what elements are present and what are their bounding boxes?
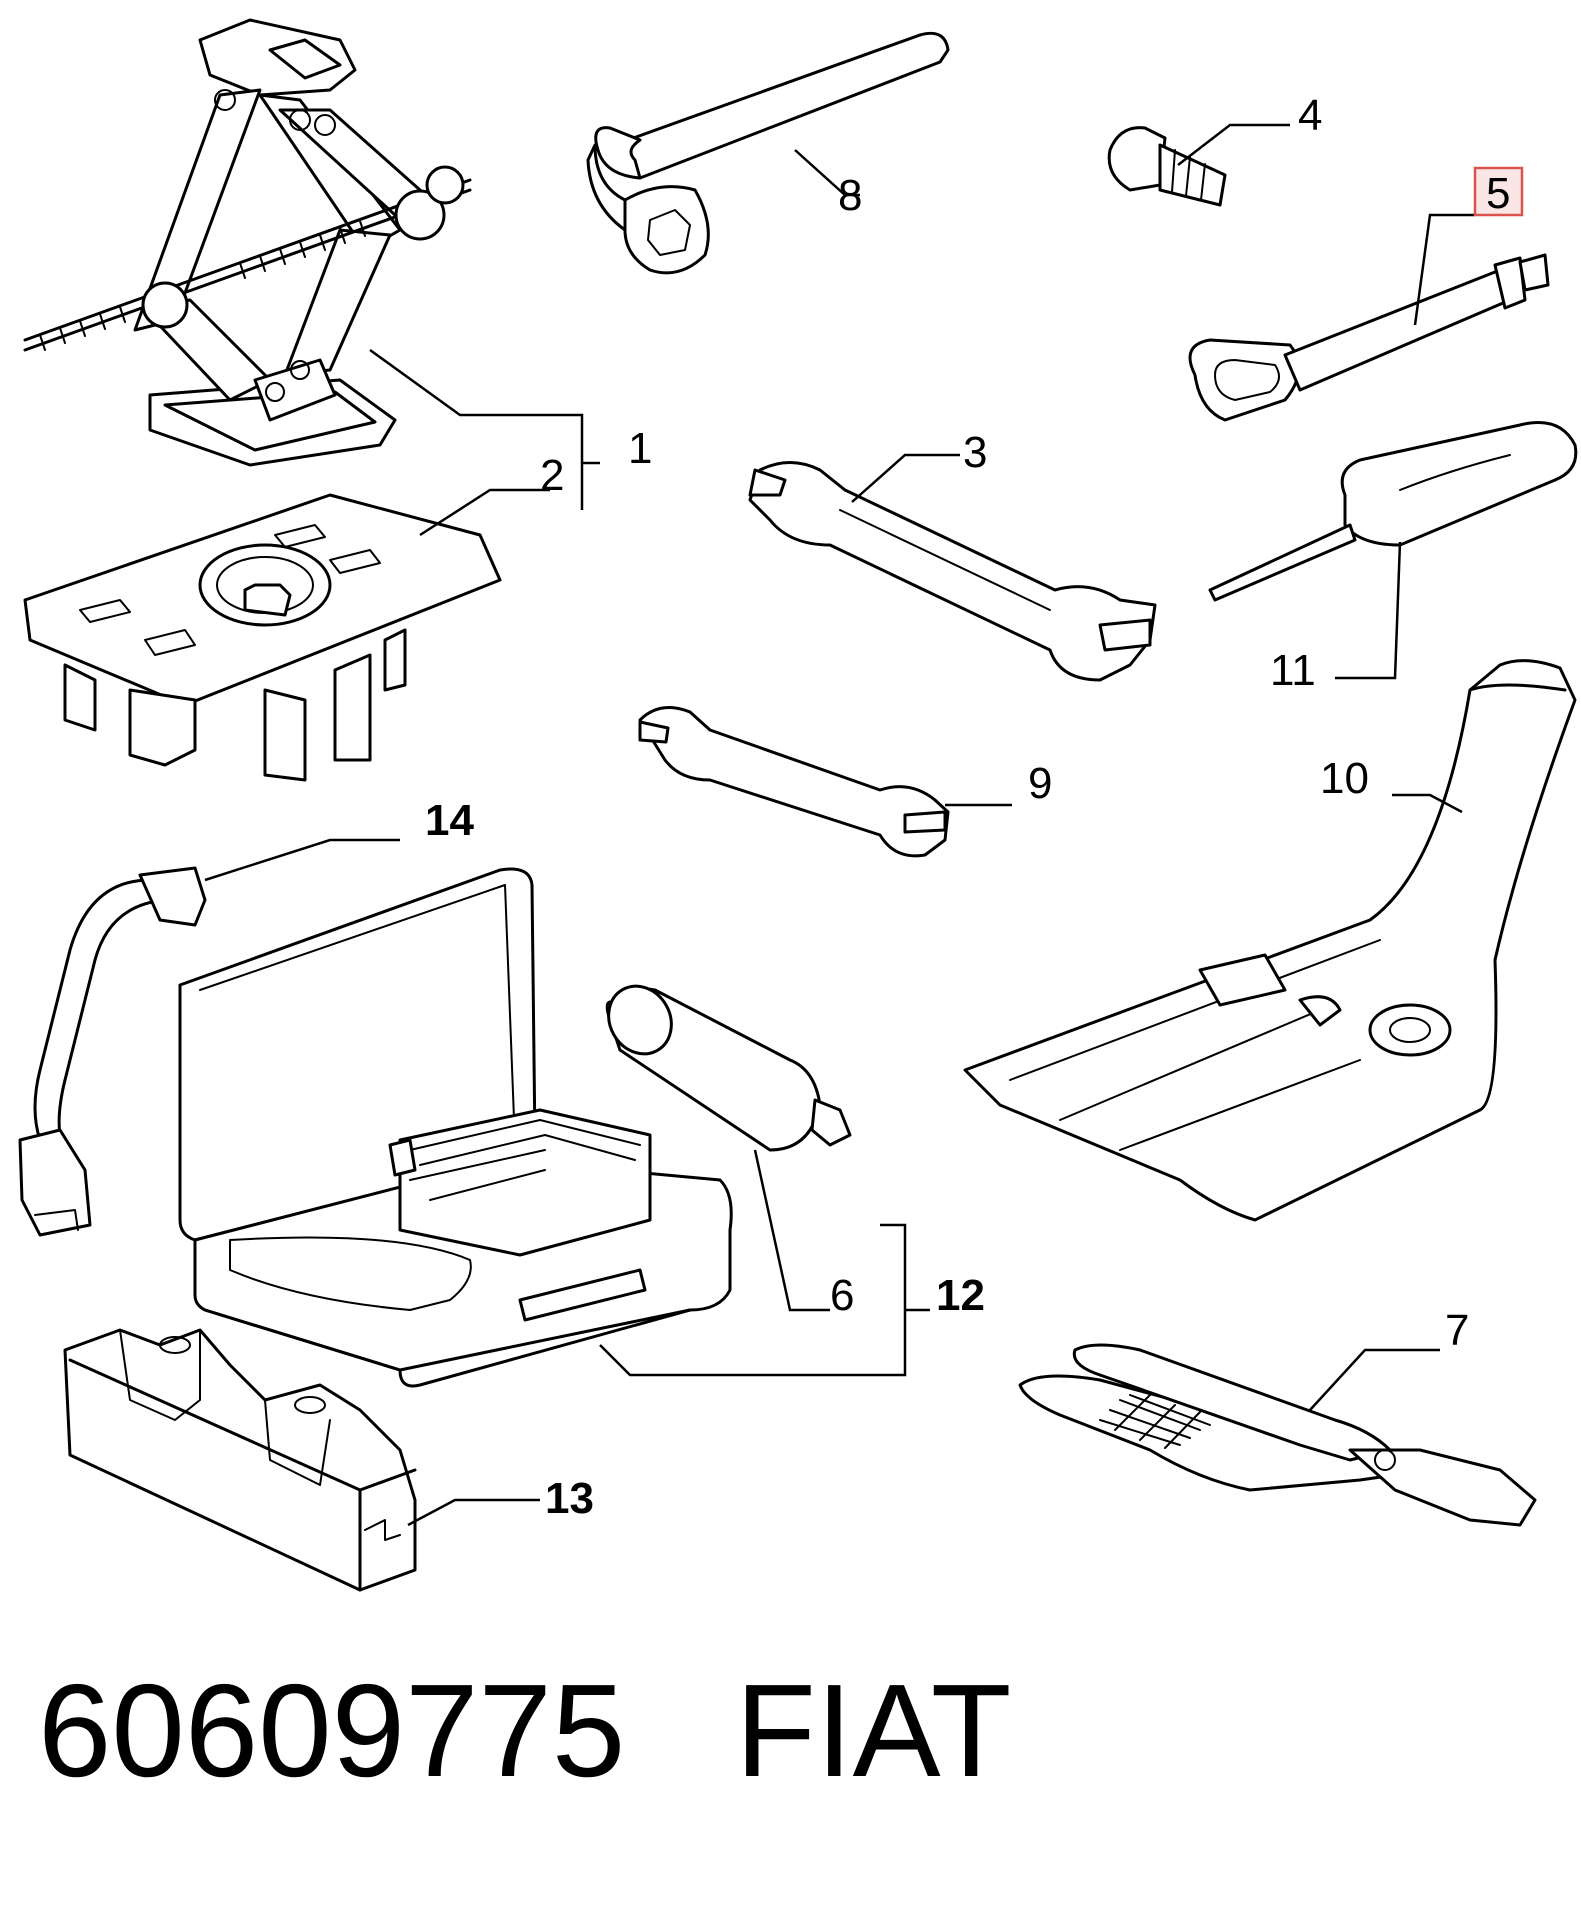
callout-5[interactable]: 5 [1486, 169, 1510, 218]
callout-13[interactable]: 13 [545, 1474, 594, 1523]
towing-eye-drawing [1188, 253, 1550, 422]
callout-10[interactable]: 10 [1320, 754, 1369, 803]
bolt-drawing [1107, 126, 1227, 207]
callout-1[interactable]: 1 [628, 424, 652, 473]
pliers-drawing [1018, 1343, 1537, 1527]
callout-5-highlight [1473, 166, 1524, 217]
callout-6[interactable]: 6 [830, 1271, 854, 1320]
jack-base-plate-drawing [23, 493, 502, 782]
callout-8[interactable]: 8 [838, 171, 862, 220]
compressor-case-drawing [178, 867, 733, 1388]
callout-12[interactable]: 12 [936, 1271, 985, 1320]
part-number: 60609775 [38, 1657, 626, 1804]
callout-4[interactable]: 4 [1298, 91, 1322, 140]
case-mount-drawing [63, 1328, 417, 1592]
callout-3[interactable]: 3 [963, 428, 987, 477]
tool-bag-drawing [963, 659, 1577, 1222]
screwdriver-drawing [1208, 421, 1578, 602]
sealant-canister-drawing [605, 984, 852, 1152]
callout-2[interactable]: 2 [540, 451, 564, 500]
callout-14[interactable]: 14 [425, 796, 474, 845]
wheel-brace-drawing [586, 31, 950, 275]
leader-lines [204, 123, 1475, 1527]
small-wrench-drawing [638, 706, 950, 858]
callout-7[interactable]: 7 [1445, 1306, 1469, 1355]
callout-11[interactable]: 11 [1270, 646, 1316, 695]
scissor-jack-drawing [23, 18, 472, 467]
callout-labels: 1 2 3 4 5 6 7 8 9 10 11 12 13 14 [425, 91, 1510, 1523]
large-wrench-drawing [748, 461, 1157, 682]
brand-name: FIAT [735, 1657, 1012, 1804]
callout-9[interactable]: 9 [1028, 759, 1052, 808]
cable-harness-drawing [18, 866, 207, 1237]
